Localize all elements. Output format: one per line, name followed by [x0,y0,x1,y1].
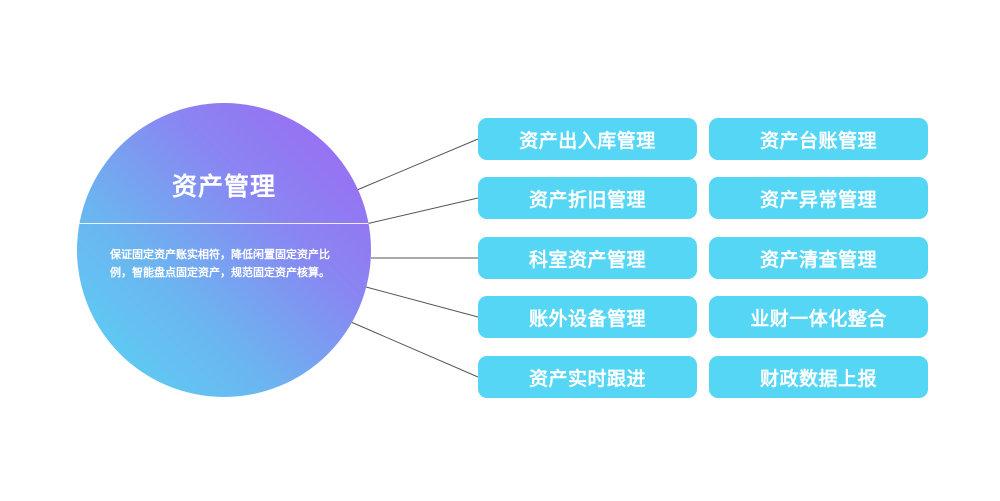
module-box: 科室资产管理 [478,237,697,279]
asset-management-circle: 资产管理 保证固定资产账实相符，降低闲置固定资产比例，智能盘点固定资产，规范固定… [77,103,371,397]
connector-line [365,286,479,318]
module-box: 资产异常管理 [709,177,928,219]
connector-line [365,197,479,225]
connector-line [350,321,479,378]
module-box: 资产清查管理 [709,237,928,279]
module-box: 资产台账管理 [709,118,928,160]
divider [77,223,371,224]
center-description: 保证固定资产账实相符，降低闲置固定资产比例，智能盘点固定资产，规范固定资产核算。 [110,248,330,279]
center-title: 资产管理 [171,172,276,201]
connector-line [356,138,479,191]
module-box: 账外设备管理 [478,296,697,338]
module-box: 资产出入库管理 [478,118,697,160]
module-box: 业财一体化整合 [709,296,928,338]
module-box: 资产折旧管理 [478,177,697,219]
module-box: 财政数据上报 [709,356,928,398]
module-box: 资产实时跟进 [478,356,697,398]
